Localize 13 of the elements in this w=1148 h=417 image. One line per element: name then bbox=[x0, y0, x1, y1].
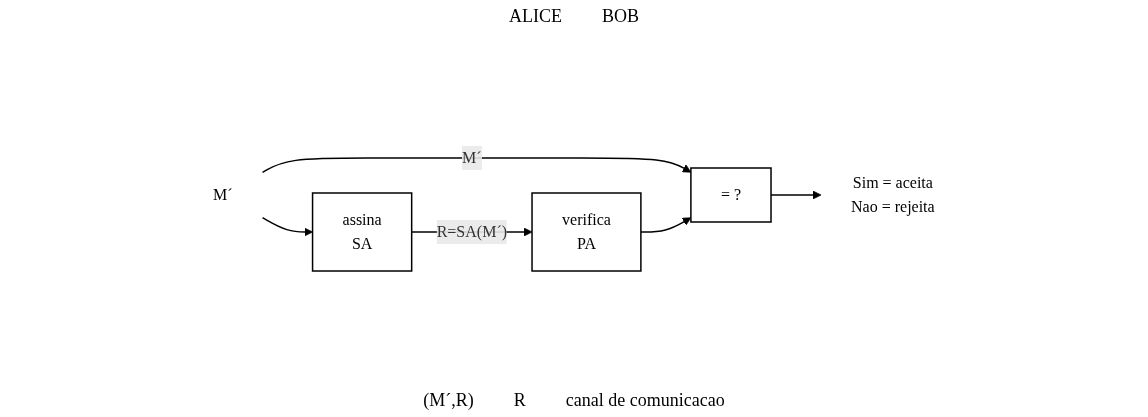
edge-label: M´ bbox=[462, 149, 482, 166]
note-label: R bbox=[513, 390, 526, 411]
node-box: verifica PA bbox=[531, 192, 642, 272]
arrow bbox=[261, 157, 692, 174]
party-label: ALICE bbox=[509, 6, 562, 27]
party-label: BOB bbox=[602, 6, 639, 27]
node-box: assina SA bbox=[311, 192, 413, 272]
note-label: canal de comunicacao bbox=[565, 390, 725, 411]
edge-label: R=SA(M´) bbox=[436, 223, 508, 240]
node-text: M´ bbox=[213, 186, 233, 203]
node-text: Sim = aceita Nao = rejeita bbox=[851, 174, 935, 215]
note-label: (M´,R) bbox=[423, 390, 474, 411]
node-box: = ? bbox=[690, 167, 772, 223]
